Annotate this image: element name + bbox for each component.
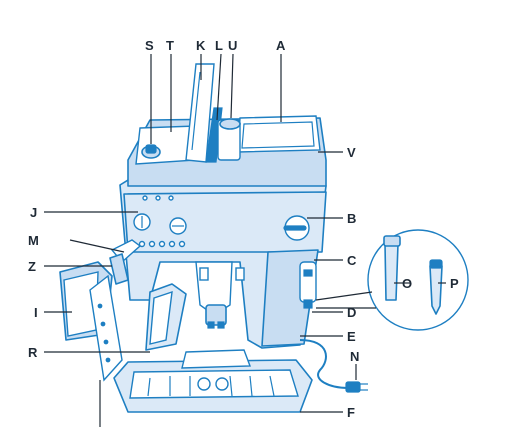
- lid-inner: [191, 71, 201, 151]
- label-z: Z: [28, 259, 36, 274]
- leader-lines: [44, 53, 446, 427]
- service-door: [89, 274, 123, 382]
- spout-tip-right: [217, 321, 225, 329]
- label-p: P: [450, 276, 459, 291]
- door-rivets: [97, 303, 111, 363]
- hot-water-knob-bar: [283, 225, 307, 231]
- detail-tube: [384, 243, 399, 301]
- part-labels: S T K L U A V J B M C Z O P I D E R N F: [28, 38, 459, 420]
- label-c: C: [347, 253, 357, 268]
- magnifier-connector-top: [315, 291, 373, 301]
- label-m: M: [28, 233, 39, 248]
- spout-slot-1: [199, 267, 209, 281]
- label-n: N: [350, 349, 359, 364]
- label-i: I: [34, 305, 38, 320]
- power-cord: [299, 339, 349, 389]
- spout-slot-2: [235, 267, 245, 281]
- spout-nozzle: [205, 304, 227, 326]
- label-r: R: [28, 345, 38, 360]
- spout-tip: [303, 299, 313, 309]
- plug: [345, 381, 361, 393]
- detail-magnifier: [315, 229, 469, 331]
- grind-knob-cap: [145, 144, 157, 154]
- control-panel-band: [123, 191, 327, 253]
- drip-tray-grid: [129, 369, 299, 399]
- label-l: L: [215, 38, 223, 53]
- funnel-mouth: [219, 118, 241, 130]
- label-f: F: [347, 405, 355, 420]
- detail-pen-cap: [429, 259, 443, 269]
- label-u: U: [228, 38, 237, 53]
- label-o: O: [402, 276, 412, 291]
- label-e: E: [347, 329, 356, 344]
- drip-tray-ribs: [147, 375, 275, 397]
- tray-hole-right: [215, 377, 229, 391]
- machine-illustration: [59, 63, 368, 413]
- tank-lid-edge: [241, 121, 315, 149]
- tray-hole-left: [197, 377, 211, 391]
- spout-tip-left: [207, 321, 215, 329]
- label-v: V: [347, 145, 356, 160]
- label-d: D: [347, 305, 356, 320]
- infuser-front: [149, 290, 173, 345]
- spout-grip: [303, 269, 313, 277]
- detail-pen: [429, 265, 443, 315]
- steam-nozzle: [109, 253, 129, 285]
- label-b: B: [347, 211, 356, 226]
- label-j: J: [30, 205, 37, 220]
- hot-water-spout: [299, 261, 317, 303]
- label-s: S: [145, 38, 154, 53]
- label-k: K: [196, 38, 206, 53]
- label-a: A: [276, 38, 286, 53]
- cup-grid: [181, 349, 251, 369]
- label-t: T: [166, 38, 174, 53]
- detail-tube-cap: [383, 235, 401, 247]
- indicator-lights: [138, 195, 186, 248]
